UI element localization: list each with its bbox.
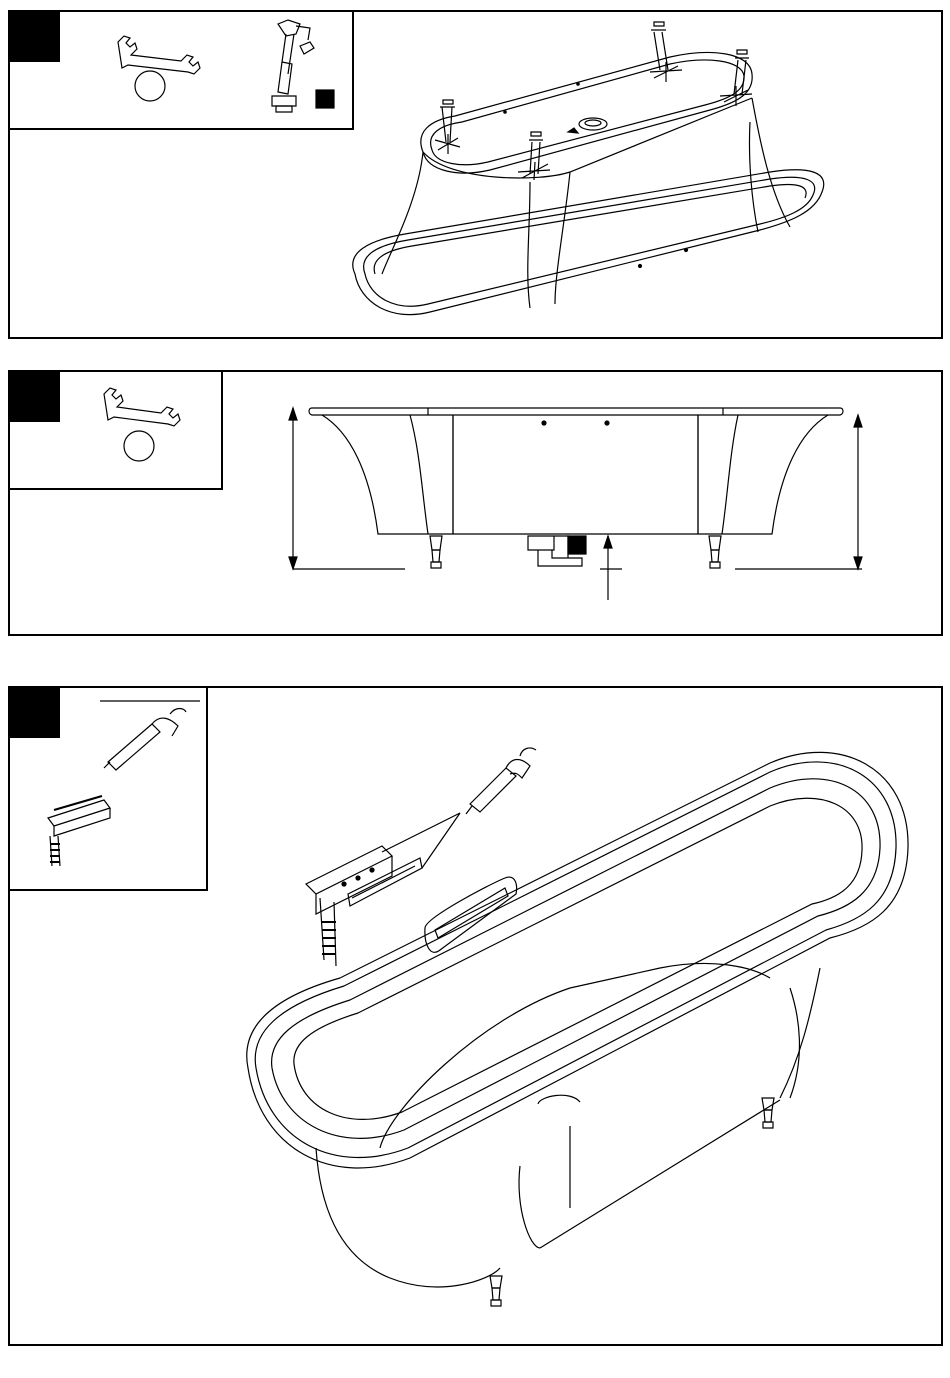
foot-3 xyxy=(650,22,682,82)
step-3-panel xyxy=(8,686,943,1346)
overflow-detail xyxy=(306,846,422,966)
foot-1 xyxy=(435,100,460,154)
left-foot xyxy=(430,536,442,568)
silicone-gun xyxy=(466,748,536,814)
step-3-tool-box xyxy=(8,686,208,891)
front-foot xyxy=(490,1276,502,1306)
step-2-panel xyxy=(8,370,943,636)
circle-marker-icon xyxy=(135,71,165,101)
circle-marker-icon xyxy=(124,431,154,461)
wrench-icon xyxy=(118,36,200,74)
foot-2 xyxy=(518,132,550,180)
step-1-tool-box xyxy=(8,10,354,130)
foot-4 xyxy=(720,50,752,106)
overflow-filler-icon xyxy=(48,796,110,866)
step-2-tool-box xyxy=(8,370,223,490)
silicone-gun-icon xyxy=(104,709,186,771)
step-1-panel xyxy=(8,10,943,339)
right-foot xyxy=(709,536,721,568)
wrench-icon xyxy=(104,388,180,426)
adjustable-foot-icon xyxy=(272,20,314,112)
waste-trap xyxy=(528,536,586,566)
square-marker-icon xyxy=(316,90,334,108)
back-foot xyxy=(762,1098,774,1128)
